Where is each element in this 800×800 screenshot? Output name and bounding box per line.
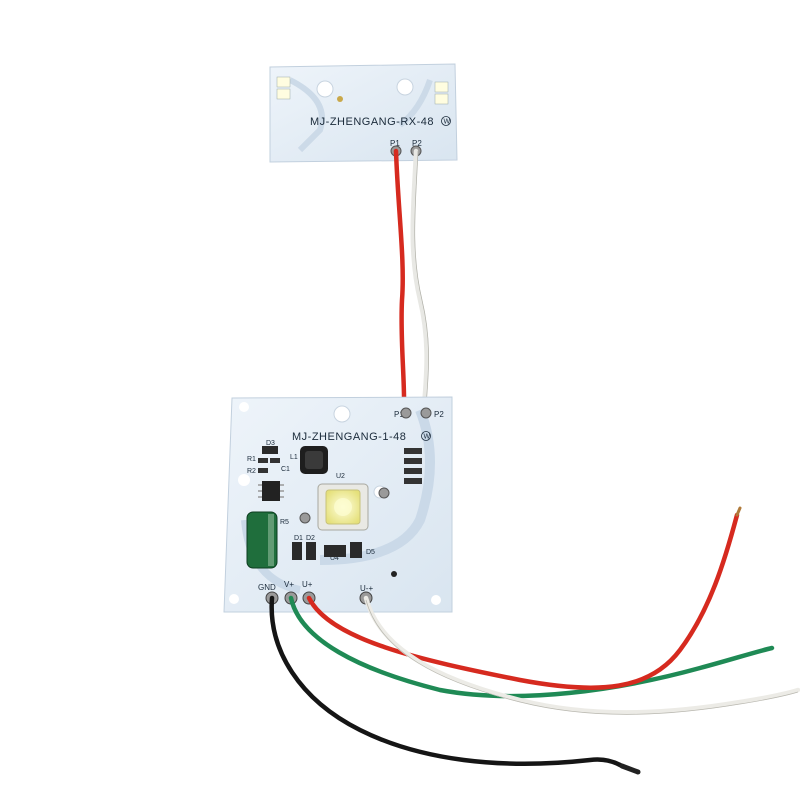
lower-board-silkscreen: MJ-ZHENGANG-1-48 xyxy=(292,431,406,443)
lower-board: MJ-ZHENGANG-1-48 W P1 P2 D3 R1 R2 L1 C1 … xyxy=(223,396,453,613)
lower-board-mark: W xyxy=(424,434,431,441)
mounting-hole xyxy=(316,80,334,98)
resistor-array xyxy=(404,448,422,484)
diode-d3 xyxy=(262,446,278,454)
terminal-gnd-label: GND xyxy=(258,583,276,592)
inductor xyxy=(300,446,328,474)
mounting-hole xyxy=(238,474,250,486)
power-led xyxy=(317,483,369,531)
label-r1: R1 xyxy=(247,456,256,463)
label-d1: D1 xyxy=(294,535,303,542)
terminal-vplus-label: V+ xyxy=(284,580,294,589)
lower-pad-p2-label: P2 xyxy=(434,410,444,419)
mounting-hole xyxy=(229,594,239,604)
electrolytic-capacitor xyxy=(246,511,278,569)
lower-pad-p1-label: P1 xyxy=(394,410,404,419)
mounting-hole xyxy=(431,595,441,605)
label-d3: D3 xyxy=(266,440,275,447)
interconnect-wires xyxy=(393,148,429,415)
label-c1: C1 xyxy=(281,466,290,473)
label-u2: U2 xyxy=(336,473,345,480)
upper-board-mark: W xyxy=(444,119,451,126)
output-wires xyxy=(269,506,800,775)
mounting-hole xyxy=(396,78,414,96)
smd-led xyxy=(276,76,449,105)
upper-pad-p2-label: P2 xyxy=(412,139,422,148)
label-d5: D5 xyxy=(366,549,375,556)
mounting-hole xyxy=(333,405,351,423)
label-u4: U4 xyxy=(330,555,339,562)
upper-board: MJ-ZHENGANG-RX-48 W P1 P2 xyxy=(269,63,458,163)
terminal-u2-label: U-+ xyxy=(360,584,373,593)
label-l1: L1 xyxy=(290,454,298,461)
white-wire xyxy=(410,148,429,415)
upper-board-silkscreen: MJ-ZHENGANG-RX-48 xyxy=(310,116,434,128)
white-wire-out xyxy=(363,595,800,715)
upper-pad-p1-label: P1 xyxy=(390,139,400,148)
terminal-uplus-label: U+ xyxy=(302,580,313,589)
label-r2: R2 xyxy=(247,468,256,475)
label-r5: R5 xyxy=(280,519,289,526)
ic-chip xyxy=(258,481,284,501)
red-wire xyxy=(393,148,407,415)
green-wire xyxy=(288,595,775,699)
black-wire xyxy=(269,595,625,769)
label-d2: D2 xyxy=(306,535,315,542)
mounting-hole xyxy=(239,402,249,412)
red-wire-out xyxy=(306,512,740,690)
